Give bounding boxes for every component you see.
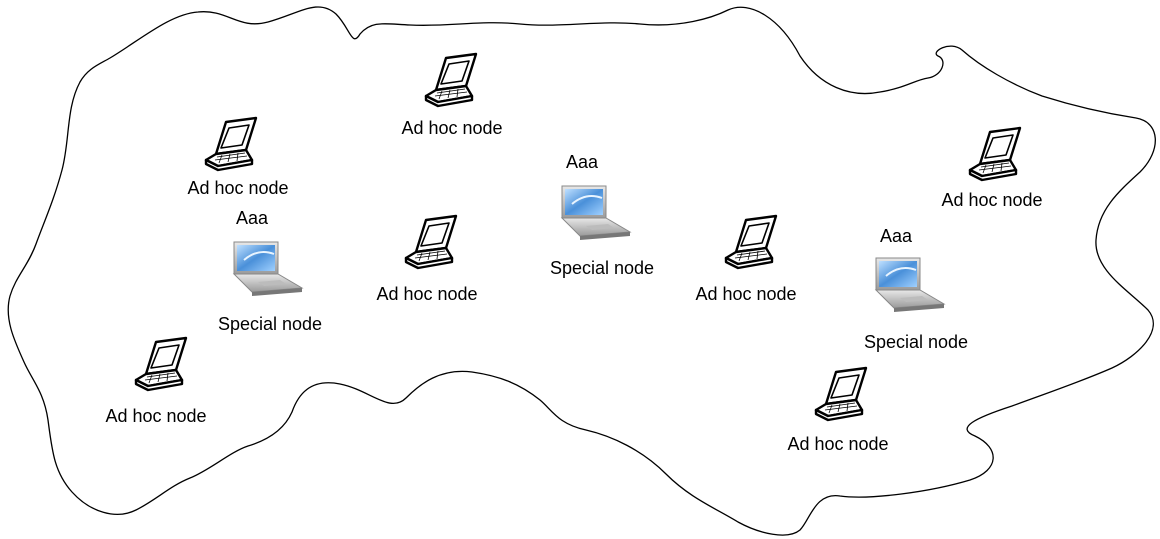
laptop-icon xyxy=(814,366,868,422)
node-label: Special node xyxy=(549,258,655,278)
node-label: Ad hoc node xyxy=(105,406,207,426)
node-label: Ad hoc node xyxy=(941,190,1043,210)
node-label: Ad hoc node xyxy=(376,284,478,304)
laptop-icon xyxy=(404,214,458,270)
special-laptop-icon xyxy=(232,241,304,296)
laptop-icon xyxy=(724,214,778,270)
special-laptop-icon xyxy=(560,185,632,240)
laptop-icon xyxy=(424,52,478,108)
node-label: Special node xyxy=(863,332,969,352)
node-label: Ad hoc node xyxy=(187,178,289,198)
laptop-icon xyxy=(204,116,258,172)
node-top-label: Aaa xyxy=(565,152,599,172)
special-laptop-icon xyxy=(874,257,946,312)
node-label: Ad hoc node xyxy=(695,284,797,304)
laptop-icon xyxy=(968,126,1022,182)
node-label: Ad hoc node xyxy=(401,118,503,138)
node-label: Special node xyxy=(217,314,323,334)
node-label: Ad hoc node xyxy=(787,434,889,454)
laptop-icon xyxy=(134,336,188,392)
node-top-label: Aaa xyxy=(879,226,913,246)
node-top-label: Aaa xyxy=(235,208,269,228)
